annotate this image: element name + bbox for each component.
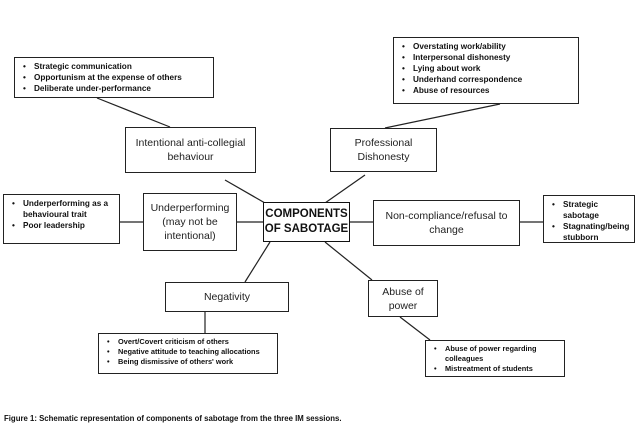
list-item: Opportunism at the expense of others [23, 72, 207, 83]
list-item: Poor leadership [12, 220, 113, 231]
category-noncompliance-label: Non-compliance/refusal to change [385, 210, 508, 236]
category-intentional: Intentional anti-collegial behaviour [125, 127, 256, 173]
center-node: COMPONENTS OF SABOTAGE [263, 202, 350, 242]
connector-professional-details [384, 103, 501, 129]
connector-intentional-details [96, 97, 171, 128]
list-item: Negative attitude to teaching allocation… [107, 347, 271, 357]
connector-center-professional [324, 174, 366, 204]
category-underperforming: Underperforming (may not be intentional) [143, 193, 237, 251]
list-item: Deliberate under-performance [23, 83, 207, 94]
center-label: COMPONENTS OF SABOTAGE [264, 208, 349, 235]
category-underperforming-label: Underperforming (may not be intentional) [150, 202, 230, 242]
category-abuse: Abuse of power [368, 280, 438, 317]
category-professional: Professional Dishonesty [330, 128, 437, 172]
list-item: Abuse of power regarding colleagues [434, 344, 558, 364]
list-item: Underhand correspondence [402, 74, 572, 85]
details-professional: Overstating work/ability Interpersonal d… [393, 37, 579, 104]
list-item: Strategic communication [23, 61, 207, 72]
list-item: Being dismissive of others' work [107, 357, 271, 367]
category-noncompliance: Non-compliance/refusal to change [373, 200, 520, 246]
details-underperforming: Underperforming as a behavioural trait P… [3, 194, 120, 244]
details-abuse: Abuse of power regarding colleagues Mist… [425, 340, 565, 377]
list-item: Mistreatment of students [434, 364, 558, 374]
list-item: Underperforming as a behavioural trait [12, 198, 113, 220]
category-abuse-label: Abuse of power [382, 285, 424, 312]
list-item: Overt/Covert criticism of others [107, 337, 271, 347]
category-negativity-label: Negativity [203, 291, 251, 303]
list-item: Abuse of resources [402, 85, 572, 96]
list-item: Interpersonal dishonesty [402, 52, 572, 63]
category-professional-label: Professional Dishonesty [354, 137, 413, 163]
list-item: Strategic sabotage [552, 199, 628, 221]
details-intentional: Strategic communication Opportunism at t… [14, 57, 214, 98]
list-item: Overstating work/ability [402, 41, 572, 52]
details-noncompliance: Strategic sabotage Stagnating/being stub… [543, 195, 635, 243]
connector-center-negativity [244, 241, 271, 283]
details-negativity: Overt/Covert criticism of others Negativ… [98, 333, 278, 374]
connector-center-intentional [224, 179, 266, 204]
category-negativity: Negativity [165, 282, 289, 312]
list-item: Lying about work [402, 63, 572, 74]
connector-abuse-details [399, 316, 431, 341]
category-intentional-label: Intentional anti-collegial behaviour [135, 137, 246, 163]
figure-caption: Figure 1: Schematic representation of co… [4, 414, 342, 423]
list-item: Stagnating/being stubborn [552, 221, 629, 243]
connector-center-abuse [324, 241, 373, 281]
